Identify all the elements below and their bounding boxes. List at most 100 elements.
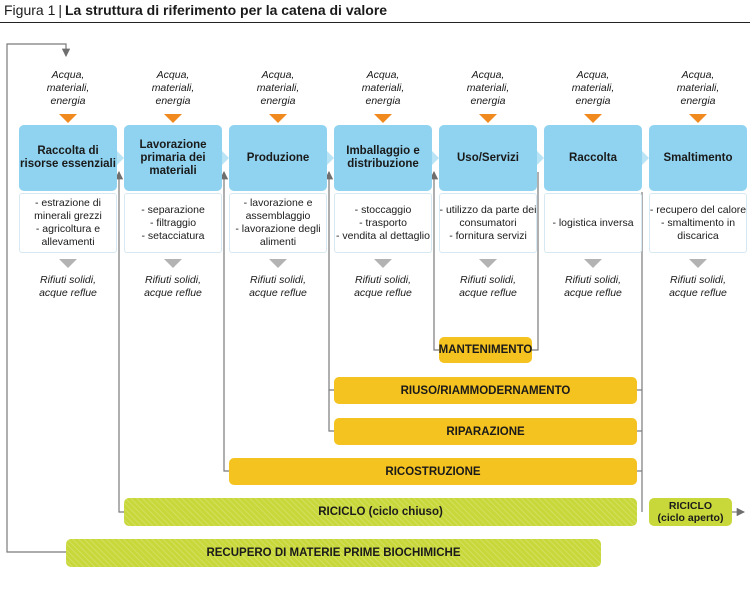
- input-line: materiali,: [256, 82, 300, 94]
- waste-line: acque reflue: [144, 287, 202, 299]
- input-arrows: [59, 114, 707, 123]
- waste-arrow: [374, 259, 392, 268]
- waste-line: Rifiuti solidi,: [354, 274, 412, 286]
- input-arrow: [59, 114, 77, 123]
- stage-name: Uso/Servizi: [457, 151, 519, 164]
- recupero-loop-line: [6, 43, 71, 553]
- waste-raccolta: Rifiuti solidi,acque reflue: [543, 274, 643, 300]
- waste-line: Rifiuti solidi,: [564, 274, 622, 286]
- flow-arrow: [327, 151, 334, 165]
- input-uso-servizi: Acqua,materiali,energia: [438, 69, 538, 108]
- title-separator: |: [58, 2, 62, 18]
- activity-item: - recupero del calore: [649, 203, 747, 216]
- input-line: materiali,: [151, 82, 195, 94]
- input-line: Acqua,: [681, 69, 715, 81]
- input-line: Acqua,: [261, 69, 295, 81]
- waste-line: Rifiuti solidi,: [144, 274, 202, 286]
- waste-imballaggio-e-distribuzione: Rifiuti solidi,acque reflue: [333, 274, 433, 300]
- title-rule: [0, 22, 750, 23]
- stage-arrows: [117, 151, 649, 165]
- waste-arrow: [479, 259, 497, 268]
- input-line: energia: [470, 95, 506, 107]
- waste-produzione: Rifiuti solidi,acque reflue: [228, 274, 328, 300]
- riparazione-branch-line: [328, 390, 334, 432]
- waste-raccolta-di-risorse-essenziali: Rifiuti solidi,acque reflue: [18, 274, 118, 300]
- riuso-label: RIUSO/RIAMMODERNAMENTO: [400, 384, 571, 397]
- figure-title: Figura 1|La struttura di riferimento per…: [4, 2, 387, 18]
- figure-label: Figura 1: [4, 2, 56, 18]
- stage-name: Produzione: [246, 151, 310, 164]
- activity-item: - separazione: [141, 203, 205, 216]
- waste-lavorazione-primaria-dei-materiali: Rifiuti solidi,acque reflue: [123, 274, 223, 300]
- riciclo-aperto-sub: (ciclo aperto): [657, 512, 724, 524]
- waste-line: acque reflue: [39, 287, 97, 299]
- waste-arrow: [164, 259, 182, 268]
- input-line: energia: [575, 95, 611, 107]
- riciclo-aperto-bar: RICICLO (ciclo aperto): [649, 498, 732, 526]
- stage-uso-servizi: Uso/Servizi: [439, 125, 537, 191]
- ricostruzione-bar: RICOSTRUZIONE: [229, 458, 637, 485]
- stage-imballaggio-e-distribuzione: Imballaggio e distribuzione: [334, 125, 432, 191]
- activity-item: - lavorazione e assemblaggio: [243, 197, 313, 222]
- mantenimento-bar: MANTENIMENTO: [439, 337, 532, 363]
- recupero-label: RECUPERO DI MATERIE PRIME BIOCHIMICHE: [206, 547, 461, 559]
- waste-arrows: [59, 259, 707, 268]
- input-arrow: [164, 114, 182, 123]
- input-raccolta-di-risorse-essenziali: Acqua,materiali,energia: [18, 69, 118, 108]
- activity-item: - utilizzo da parte dei consumatori: [439, 203, 537, 229]
- input-line: materiali,: [676, 82, 720, 94]
- ricostruzione-loop-line: [219, 170, 229, 472]
- figure-title-text: La struttura di riferimento per la caten…: [65, 2, 388, 18]
- waste-arrow: [689, 259, 707, 268]
- input-line: materiali,: [46, 82, 90, 94]
- waste-arrow: [269, 259, 287, 268]
- stage-smaltimento: Smaltimento: [649, 125, 747, 191]
- input-line: Acqua,: [576, 69, 610, 81]
- input-line: energia: [50, 95, 86, 107]
- activities-uso-servizi: - utilizzo da parte dei consumatori- for…: [439, 193, 537, 253]
- mantenimento-feed-line: [532, 172, 539, 351]
- activities-raccolta: - logistica inversa: [544, 193, 642, 253]
- stage-name: Raccolta di risorse essenziali: [20, 145, 116, 170]
- waste-line: acque reflue: [459, 287, 517, 299]
- input-raccolta: Acqua,materiali,energia: [543, 69, 643, 108]
- activity-item: - lavorazione degli alimenti: [235, 223, 321, 248]
- activity-item: - fornitura servizi: [449, 229, 527, 242]
- input-produzione: Acqua,materiali,energia: [228, 69, 328, 108]
- waste-line: Rifiuti solidi,: [459, 274, 517, 286]
- input-line: energia: [680, 95, 716, 107]
- stage-raccolta: Raccolta: [544, 125, 642, 191]
- riparazione-label: RIPARAZIONE: [446, 425, 525, 438]
- waste-line: Rifiuti solidi,: [249, 274, 307, 286]
- stage-name: Raccolta: [569, 151, 617, 164]
- activity-item: - trasporto: [359, 216, 407, 229]
- stage-name: Imballaggio e distribuzione: [346, 145, 420, 170]
- waste-line: Rifiuti solidi,: [39, 274, 97, 286]
- activity-item: - vendita al dettaglio: [336, 229, 430, 242]
- waste-arrow: [584, 259, 602, 268]
- flow-arrow: [642, 151, 649, 165]
- stage-raccolta-di-risorse-essenziali: Raccolta di risorse essenziali: [19, 125, 117, 191]
- waste-line: acque reflue: [249, 287, 307, 299]
- mantenimento-loop-line: [429, 170, 439, 351]
- waste-uso-servizi: Rifiuti solidi,acque reflue: [438, 274, 538, 300]
- input-line: materiali,: [466, 82, 510, 94]
- activities-lavorazione-primaria-dei-materiali: - separazione- filtraggio- setacciatura: [124, 193, 222, 253]
- input-arrow: [374, 114, 392, 123]
- input-arrow: [479, 114, 497, 123]
- activity-item: - stoccaggio: [354, 203, 412, 216]
- input-line: Acqua,: [471, 69, 505, 81]
- stage-name: Smaltimento: [663, 151, 733, 164]
- stage-produzione: Produzione: [229, 125, 327, 191]
- waste-smaltimento: Rifiuti solidi,acque reflue: [648, 274, 748, 300]
- input-arrow: [269, 114, 287, 123]
- riciclo-aperto-title: RICICLO: [668, 500, 713, 512]
- riuso-bar: RIUSO/RIAMMODERNAMENTO: [334, 377, 637, 404]
- input-line: Acqua,: [51, 69, 85, 81]
- flow-arrow: [432, 151, 439, 165]
- waste-line: Rifiuti solidi,: [669, 274, 727, 286]
- riciclo-chiuso-label: RICICLO (ciclo chiuso): [318, 506, 443, 518]
- input-line: energia: [260, 95, 296, 107]
- activities-raccolta-di-risorse-essenziali: - estrazione di minerali grezzi- agricol…: [19, 193, 117, 253]
- input-line: Acqua,: [156, 69, 190, 81]
